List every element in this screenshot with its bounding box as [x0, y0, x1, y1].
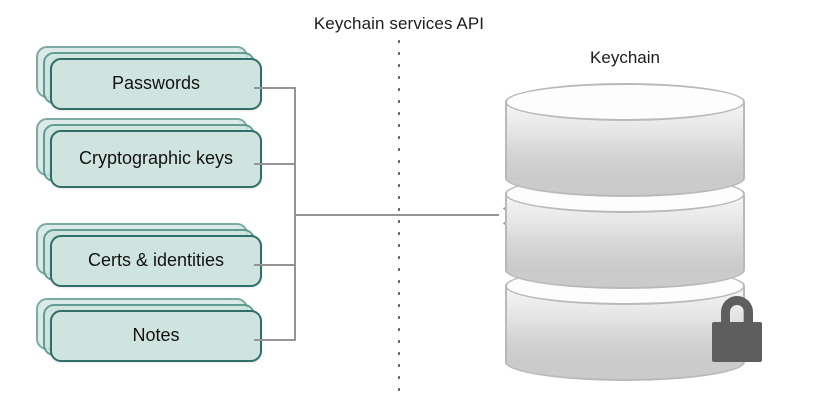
keychain-title: Keychain [590, 48, 660, 67]
lock-shackle [721, 296, 753, 330]
database-cylinder-icon [505, 83, 745, 381]
connector-notes [254, 339, 296, 341]
connector-passwords [254, 87, 296, 89]
card-front-certs-identities[interactable]: Certs & identities [50, 235, 262, 287]
connector-cryptographic-keys [254, 163, 296, 165]
api-title: Keychain services API [0, 14, 836, 34]
card-stack-passwords[interactable]: Passwords [36, 46, 262, 114]
card-stack-notes[interactable]: Notes [36, 298, 262, 366]
card-stack-certs-identities[interactable]: Certs & identities [36, 223, 262, 291]
cylinder-segment-bottom [505, 267, 745, 381]
cylinder-top-ellipse [505, 83, 745, 121]
card-stack-cryptographic-keys[interactable]: Cryptographic keys [36, 118, 262, 192]
cylinder-segment-middle [505, 175, 745, 289]
api-title-text: Keychain services API [313, 14, 485, 33]
cylinder-segment-top [505, 83, 745, 197]
api-boundary-divider [398, 40, 400, 400]
card-label-cryptographic-keys: Cryptographic keys [78, 148, 234, 169]
connector-certs-identities [254, 264, 296, 266]
card-front-cryptographic-keys[interactable]: Cryptographic keys [50, 130, 262, 188]
card-front-passwords[interactable]: Passwords [50, 58, 262, 110]
card-label-certs-identities: Certs & identities [87, 250, 225, 271]
arrow-shaft [294, 214, 499, 216]
card-label-passwords: Passwords [111, 73, 201, 94]
card-label-notes: Notes [132, 325, 180, 346]
lock-body [712, 322, 762, 362]
lock-icon [708, 296, 770, 362]
card-front-notes[interactable]: Notes [50, 310, 262, 362]
